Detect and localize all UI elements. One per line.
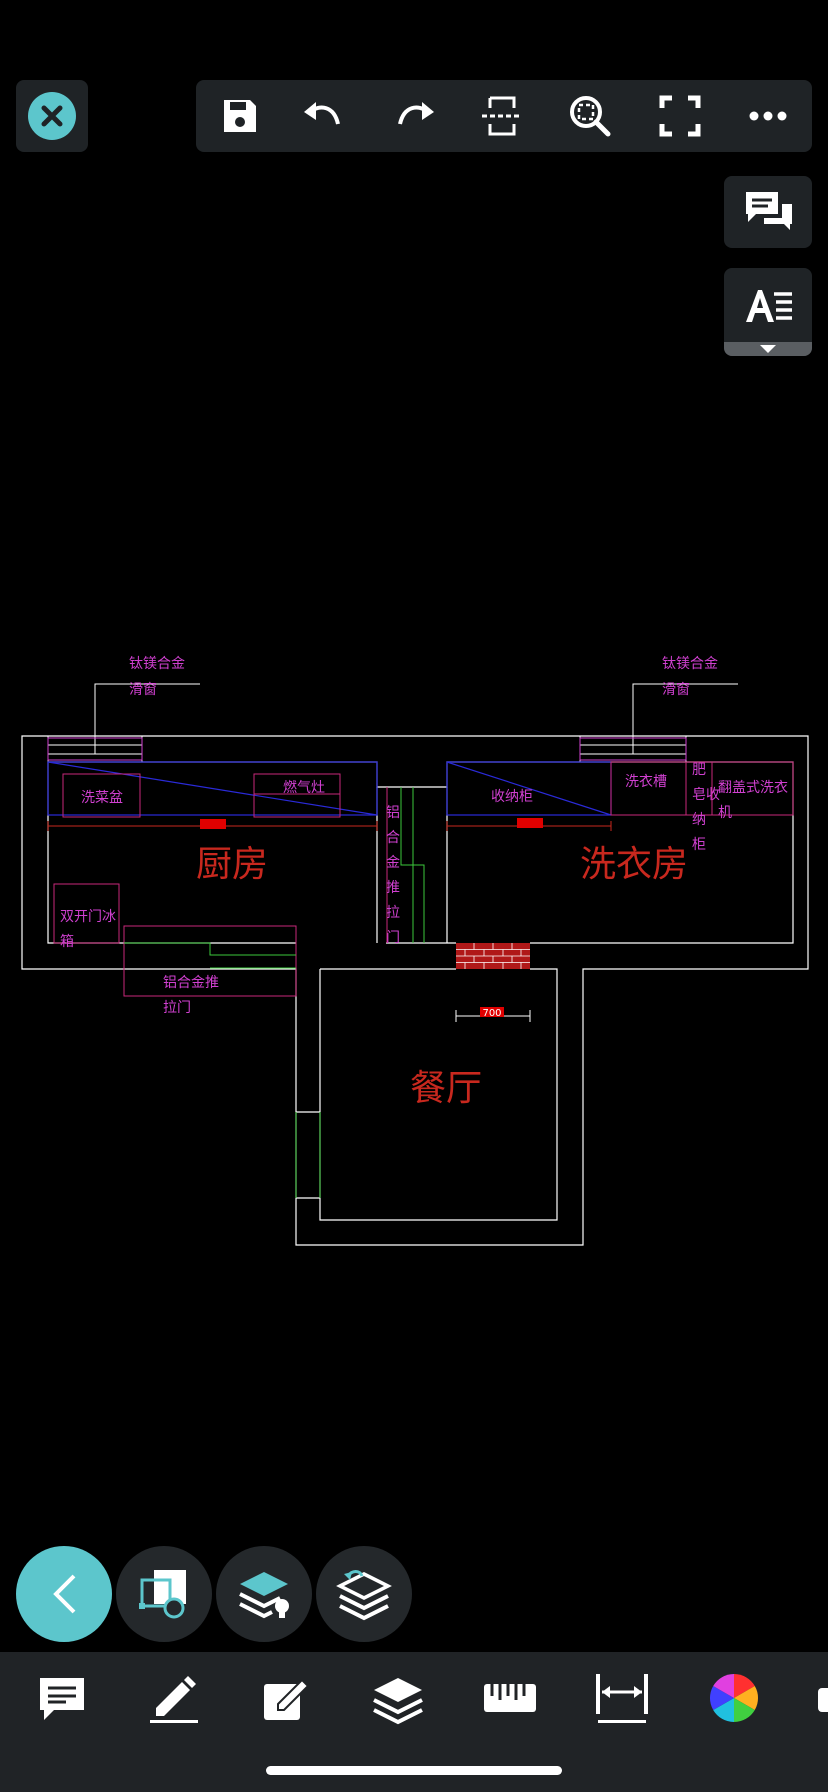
cad-drawing[interactable]: 700 钛镁合金 滑窗 钛镁合金 滑窗 洗菜盆 燃气灶 收纳柜 洗衣槽 肥 皂收… xyxy=(0,640,828,1260)
window-right-frame xyxy=(579,737,687,761)
window-right-label-1: 钛镁合金 xyxy=(662,656,718,672)
dimension-700-label: 700 xyxy=(482,1008,501,1019)
more-tools-icon[interactable] xyxy=(816,1670,828,1726)
text-format-icon xyxy=(746,290,792,322)
home-indicator[interactable] xyxy=(266,1766,562,1775)
dimension-tag-left xyxy=(200,819,226,829)
window-leader-left xyxy=(94,683,200,754)
more-icon[interactable] xyxy=(746,94,790,138)
window-right-label-2: 滑窗 xyxy=(662,681,690,698)
fridge-label-1: 双开门冰 xyxy=(60,909,116,925)
room-dining: 餐厅 xyxy=(410,1068,482,1109)
layer-restore-icon xyxy=(336,1570,392,1621)
soap-cabinet-label-1: 肥 xyxy=(692,762,706,778)
dimension-tag-right xyxy=(517,818,543,828)
washer-label-2: 机 xyxy=(718,805,732,821)
ruler-icon[interactable] xyxy=(482,1670,538,1726)
block-icon xyxy=(139,1570,186,1619)
section-icon[interactable] xyxy=(480,94,524,138)
vdoor-label-6: 门 xyxy=(386,930,400,946)
room-kitchen: 厨房 xyxy=(196,844,268,885)
close-button-container xyxy=(16,80,88,152)
vdoor-label-5: 拉 xyxy=(386,905,400,921)
vdoor-label-2: 合 xyxy=(386,830,400,846)
laundry-tub-label: 洗衣槽 xyxy=(625,774,667,790)
fridge-label-2: 箱 xyxy=(60,934,74,950)
window-leader-right xyxy=(632,683,738,754)
sink-label: 洗菜盆 xyxy=(81,790,123,806)
window-left-frame xyxy=(47,737,143,761)
layer-restore-button[interactable] xyxy=(316,1546,412,1642)
vdoor-label-4: 推 xyxy=(386,880,400,896)
soap-cabinet-label-2: 皂收 xyxy=(692,787,720,803)
window-left-label-2: 滑窗 xyxy=(129,681,157,698)
close-button[interactable] xyxy=(28,92,76,140)
fixtures xyxy=(53,761,794,997)
text-format-button[interactable] xyxy=(724,268,812,356)
sliding-doors xyxy=(124,787,425,1198)
save-icon[interactable] xyxy=(218,94,262,138)
washer-label-1: 翻盖式洗衣 xyxy=(718,780,788,796)
layer-light-icon xyxy=(239,1572,289,1619)
edit-icon[interactable] xyxy=(258,1670,314,1726)
chevron-down-icon xyxy=(760,345,776,353)
back-icon xyxy=(53,1574,76,1614)
soap-cabinet-label-3: 纳 xyxy=(692,812,706,828)
redo-icon[interactable] xyxy=(394,94,438,138)
zoom-window-icon[interactable] xyxy=(568,94,612,138)
door-label-2: 拉门 xyxy=(163,1000,191,1016)
storage-label: 收纳柜 xyxy=(491,789,533,805)
pencil-icon[interactable] xyxy=(146,1670,202,1726)
soap-cabinet-label-4: 柜 xyxy=(692,837,706,853)
dimension-700-bg xyxy=(480,1007,504,1017)
layers-icon[interactable] xyxy=(370,1670,426,1726)
room-laundry: 洗衣房 xyxy=(580,844,688,885)
annotation-icon[interactable] xyxy=(34,1670,90,1726)
undo-icon[interactable] xyxy=(300,94,344,138)
comments-icon xyxy=(746,192,792,230)
block-button[interactable] xyxy=(116,1546,212,1642)
format-expand-strip[interactable] xyxy=(724,342,812,356)
layer-light-button[interactable] xyxy=(216,1546,312,1642)
door-label-1: 铝合金推 xyxy=(163,975,219,991)
color-wheel-icon[interactable] xyxy=(706,1670,762,1726)
comments-button[interactable] xyxy=(724,176,812,248)
vdoor-label-3: 金 xyxy=(386,855,400,871)
dimension-icon[interactable] xyxy=(594,1670,650,1726)
brick-threshold xyxy=(456,943,530,969)
close-icon xyxy=(41,105,63,127)
vdoor-label-1: 铝 xyxy=(386,805,400,821)
stove-label: 燃气灶 xyxy=(283,779,325,796)
fullscreen-icon[interactable] xyxy=(658,94,702,138)
top-toolbar xyxy=(196,80,812,152)
window-left-label-1: 钛镁合金 xyxy=(129,656,185,672)
back-button[interactable] xyxy=(16,1546,112,1642)
kitchen-counter xyxy=(47,761,378,816)
